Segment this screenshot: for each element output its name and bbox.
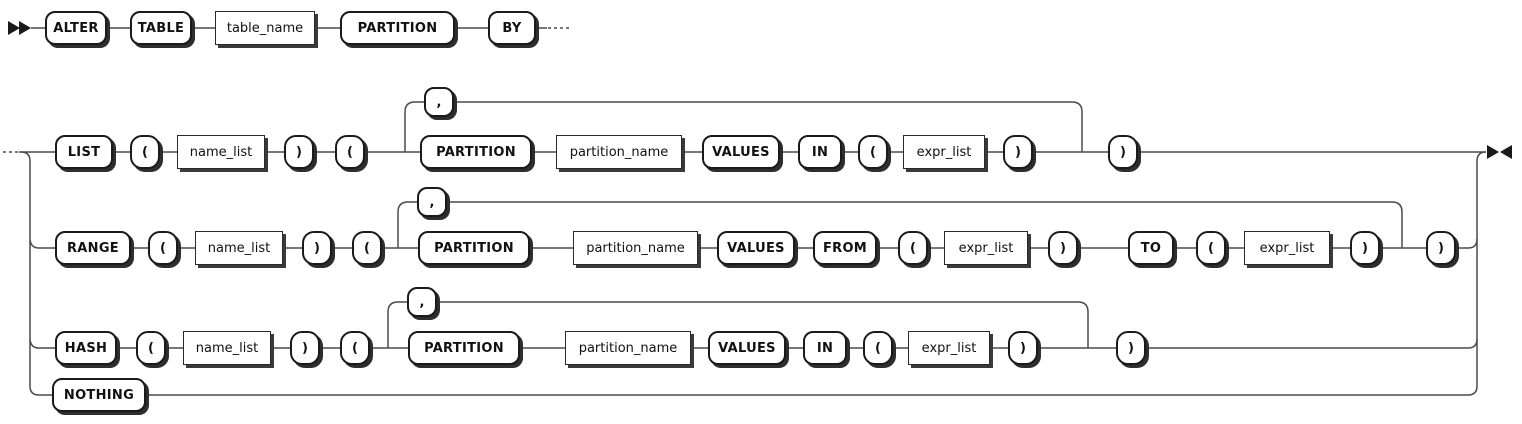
hash-nonterminal-partition-name: partition_name — [565, 331, 691, 365]
list-nonterminal-expr-list: expr_list — [903, 135, 985, 169]
hash-lparen-2: ( — [340, 331, 370, 365]
keyword-table: TABLE — [130, 11, 192, 45]
wire-right-rail — [1476, 151, 1487, 386]
list-keyword-partition: PARTITION — [420, 135, 532, 169]
keyword-nothing: NOTHING — [52, 378, 146, 412]
hash-nonterminal-name-list: name_list — [183, 331, 271, 365]
range-nonterminal-name-list: name_list — [195, 231, 283, 265]
range-rparen-2: ) — [1426, 231, 1456, 265]
list-nonterminal-name-list: name_list — [177, 135, 265, 169]
hash-keyword-values: VALUES — [708, 331, 786, 365]
range-rparen-1: ) — [302, 231, 332, 265]
keyword-list: LIST — [55, 135, 113, 169]
list-rparen-1: ) — [284, 135, 314, 169]
range-lparen-3: ( — [898, 231, 928, 265]
keyword-partition-by: PARTITION — [340, 11, 455, 45]
hash-rparen-3: ) — [1008, 331, 1038, 365]
hash-comma-separator: , — [407, 287, 437, 317]
hash-keyword-partition: PARTITION — [408, 331, 520, 365]
keyword-alter: ALTER — [45, 11, 107, 45]
wire-range-comma-loop — [397, 201, 1403, 248]
range-lparen-1: ( — [148, 231, 178, 265]
wire-range-branch — [39, 238, 1478, 249]
range-rparen-4: ) — [1350, 231, 1380, 265]
wire-hash-comma-loop — [387, 301, 1089, 348]
diagram-end-icon — [1487, 145, 1512, 159]
range-nonterminal-partition-name: partition_name — [573, 231, 698, 265]
list-rparen-3: ) — [1003, 135, 1033, 169]
list-keyword-values: VALUES — [702, 135, 780, 169]
range-keyword-values: VALUES — [717, 231, 795, 265]
list-comma-separator: , — [424, 87, 454, 117]
wire-list-comma-loop — [404, 101, 1083, 152]
hash-keyword-in: IN — [803, 331, 847, 365]
range-keyword-partition: PARTITION — [418, 231, 530, 265]
hash-nonterminal-expr-list: expr_list — [908, 331, 990, 365]
list-nonterminal-partition-name: partition_name — [556, 135, 682, 169]
keyword-hash: HASH — [55, 331, 117, 365]
hash-rparen-1: ) — [290, 331, 320, 365]
nonterminal-table-name: table_name — [215, 11, 315, 45]
keyword-by: BY — [488, 11, 536, 45]
range-rparen-3: ) — [1048, 231, 1078, 265]
list-lparen-1: ( — [130, 135, 160, 169]
range-comma-separator: , — [417, 187, 447, 217]
hash-lparen-1: ( — [136, 331, 166, 365]
range-nonterminal-expr-list-from: expr_list — [944, 231, 1028, 265]
range-keyword-to: TO — [1128, 231, 1174, 265]
range-lparen-4: ( — [1196, 231, 1226, 265]
wire-left-rail — [20, 151, 40, 396]
list-lparen-2: ( — [335, 135, 365, 169]
diagram-start-icon — [8, 21, 31, 35]
wire-nothing-branch — [39, 385, 1478, 396]
hash-rparen-2: ) — [1116, 331, 1146, 365]
list-keyword-in: IN — [798, 135, 842, 169]
hash-lparen-3: ( — [863, 331, 893, 365]
range-keyword-from: FROM — [813, 231, 877, 265]
wire-hash-branch — [39, 338, 1478, 349]
keyword-range: RANGE — [55, 231, 131, 265]
list-rparen-2: ) — [1108, 135, 1138, 169]
range-lparen-2: ( — [352, 231, 382, 265]
list-lparen-3: ( — [858, 135, 888, 169]
range-nonterminal-expr-list-to: expr_list — [1244, 231, 1330, 265]
